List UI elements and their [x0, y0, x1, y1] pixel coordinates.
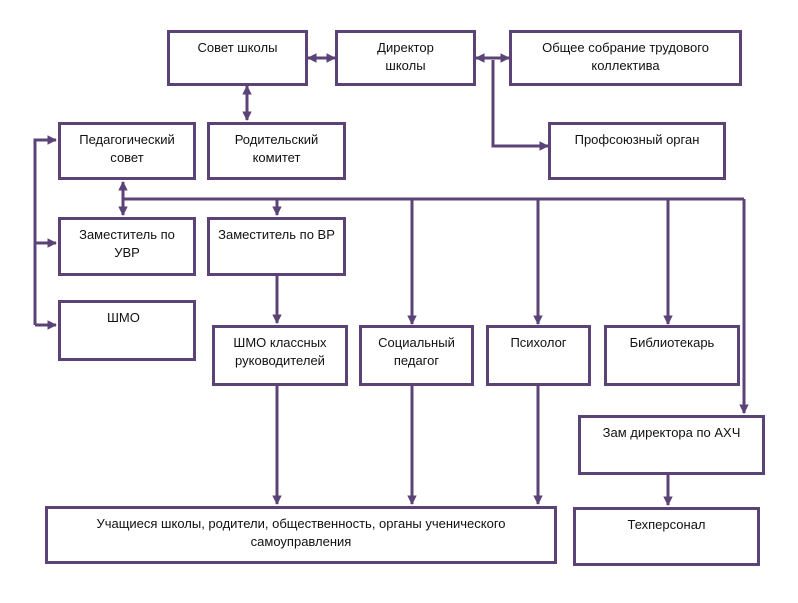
node-obshchee-sobranie: Общее собрание трудового коллектива: [509, 30, 742, 86]
node-uchashchiesya: Учащиеся школы, родители, общественность…: [45, 506, 557, 564]
node-zam-vr: Заместитель по ВР: [207, 217, 346, 276]
node-profsoyuz: Профсоюзный орган: [548, 122, 726, 180]
node-psiholog: Психолог: [486, 325, 591, 386]
node-socpedagog: Социальный педагог: [359, 325, 474, 386]
node-shmo: ШМО: [58, 300, 196, 361]
node-shmo-klassnyh: ШМО классных руководителей: [212, 325, 348, 386]
node-sovet-shkoly: Совет школы: [167, 30, 308, 86]
node-pedsovet: Педагогический совет: [58, 122, 196, 180]
node-zam-uvr: Заместитель по УВР: [58, 217, 196, 276]
node-roditelskiy-komitet: Родительский комитет: [207, 122, 346, 180]
node-zam-ahch: Зам директора по АХЧ: [578, 415, 765, 475]
connector-direktor-profsoyuz: [491, 60, 549, 151]
node-direktor: Директор школы: [335, 30, 476, 86]
node-tehpersonal: Техперсонал: [573, 507, 760, 566]
node-bibliotekar: Библиотекарь: [604, 325, 740, 386]
connector-left-bus: [33, 138, 56, 325]
